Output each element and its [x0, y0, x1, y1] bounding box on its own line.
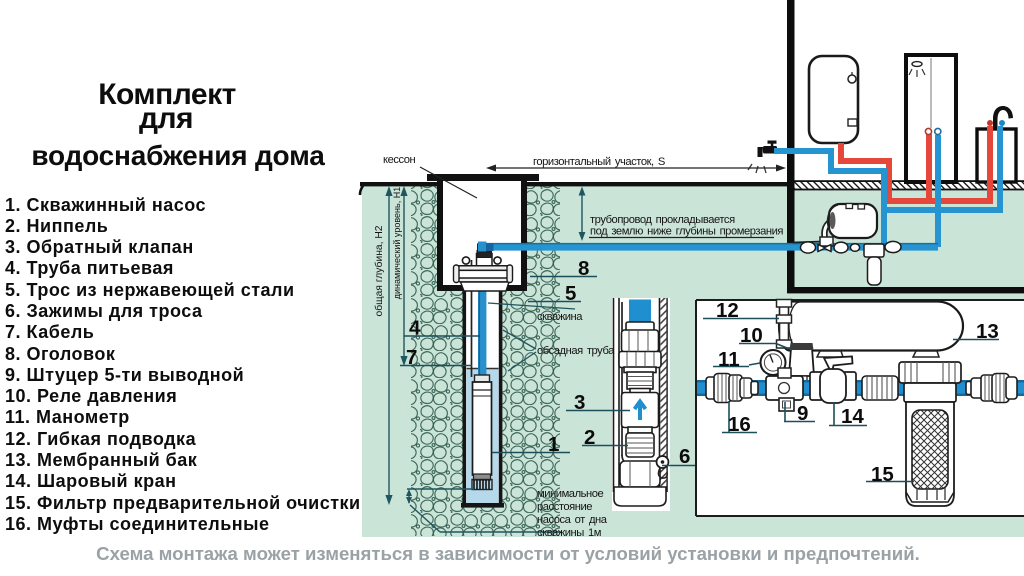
svg-text:15: 15: [871, 463, 894, 486]
svg-text:1: 1: [548, 433, 559, 456]
svg-text:6: 6: [679, 445, 690, 468]
svg-text:9: 9: [797, 402, 808, 425]
svg-text:расстояние: расстояние: [537, 501, 592, 513]
svg-text:12: 12: [716, 299, 739, 322]
svg-text:2: 2: [584, 426, 595, 449]
svg-text:14: 14: [841, 405, 864, 428]
svg-text:общая глубина, Н2: общая глубина, Н2: [373, 225, 385, 316]
svg-text:скважина: скважина: [537, 311, 583, 323]
svg-text:кессон: кессон: [383, 154, 416, 166]
svg-text:горизонтальный участок, S: горизонтальный участок, S: [533, 156, 665, 168]
svg-text:8: 8: [578, 257, 589, 280]
svg-text:трубопровод прокладывается: трубопровод прокладывается: [590, 214, 735, 226]
svg-text:10: 10: [740, 324, 763, 347]
svg-text:13: 13: [976, 320, 999, 343]
svg-text:скважины 1м: скважины 1м: [537, 527, 601, 539]
svg-text:3: 3: [574, 391, 585, 414]
svg-text:4: 4: [409, 317, 421, 340]
svg-text:насоса от дна: насоса от дна: [537, 514, 608, 526]
svg-text:5: 5: [565, 282, 576, 305]
svg-text:минимальное: минимальное: [537, 488, 604, 500]
svg-text:обсадная труба: обсадная труба: [537, 345, 615, 357]
svg-text:под землю ниже глубины промерз: под землю ниже глубины промерзания: [590, 226, 783, 238]
svg-text:11: 11: [718, 348, 740, 371]
svg-text:7: 7: [406, 346, 417, 369]
svg-text:16: 16: [728, 413, 751, 436]
svg-text:динамический уровень, Н1: динамический уровень, Н1: [392, 187, 402, 299]
